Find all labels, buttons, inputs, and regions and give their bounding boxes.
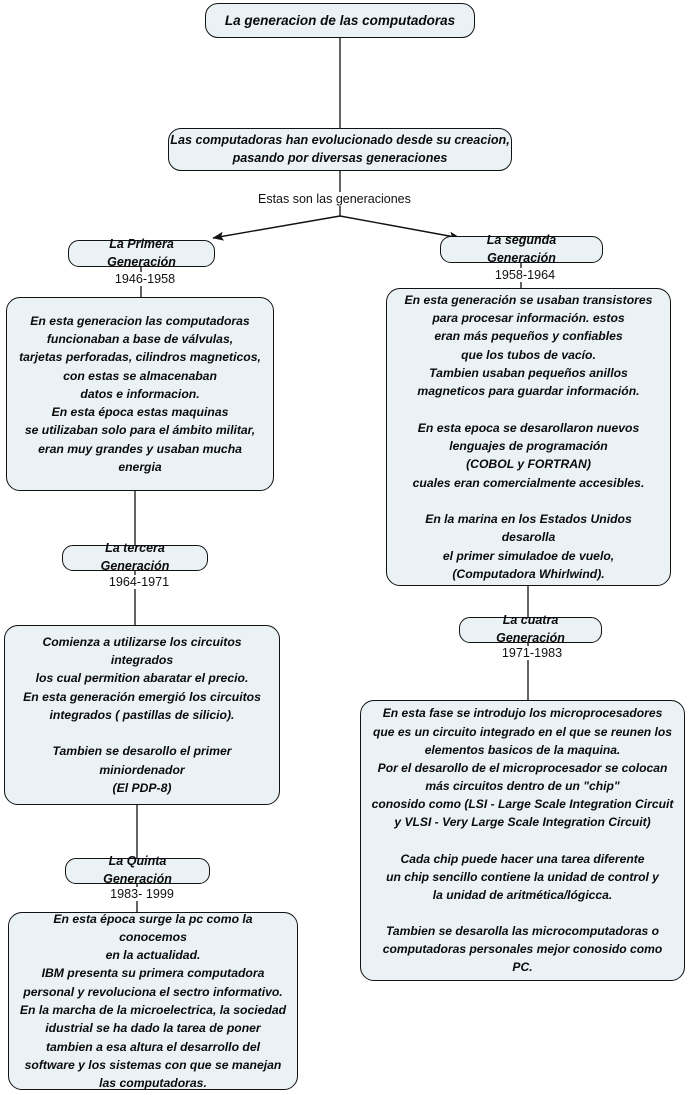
edge-label-branch-text: Estas son las generaciones bbox=[258, 192, 411, 206]
node-body-segunda[interactable]: En esta generación se usaban transistore… bbox=[386, 288, 671, 586]
node-body-quinta[interactable]: En esta época surge la pc como la conoce… bbox=[8, 912, 298, 1090]
date-label-cuarta-text: 1971-1983 bbox=[501, 646, 563, 660]
node-root-title[interactable]: La generacion de las computadoras bbox=[205, 3, 475, 38]
node-intro-text: Las computadoras han evolucionado desde … bbox=[170, 132, 510, 165]
node-body-cuarta-text: En esta fase se introdujo los microproce… bbox=[371, 706, 674, 975]
date-label-primera-text: 1946-1958 bbox=[114, 272, 176, 286]
node-generation-quinta[interactable]: La Quinta Generación bbox=[65, 854, 210, 886]
date-label-segunda: 1958-1964 bbox=[476, 268, 574, 282]
node-generation-tercera[interactable]: La tercera Generación bbox=[62, 541, 208, 573]
date-label-segunda-text: 1958-1964 bbox=[494, 268, 556, 282]
node-generation-quinta-label: La Quinta Generación bbox=[103, 854, 172, 886]
node-generation-segunda-label: La segunda Generación bbox=[486, 232, 557, 265]
node-body-quinta-text: En esta época surge la pc como la conoce… bbox=[19, 911, 287, 1091]
node-body-primera[interactable]: En esta generacion las computadoras func… bbox=[6, 297, 274, 491]
node-body-cuarta[interactable]: En esta fase se introdujo los microproce… bbox=[360, 700, 685, 981]
node-generation-cuarta-label: La cuatra Generación bbox=[496, 613, 565, 645]
date-label-quinta-text: 1983- 1999 bbox=[110, 887, 174, 901]
node-body-segunda-text: En esta generación se usaban transistore… bbox=[404, 292, 653, 582]
edge-label-branch: Estas son las generaciones bbox=[255, 192, 414, 206]
node-generation-tercera-label: La tercera Generación bbox=[100, 541, 170, 573]
date-label-quinta: 1983- 1999 bbox=[92, 887, 192, 901]
node-generation-primera-label: La Primera Generación bbox=[107, 236, 176, 269]
date-label-cuarta: 1971-1983 bbox=[483, 646, 581, 660]
node-generation-segunda[interactable]: La segunda Generación bbox=[440, 233, 603, 265]
date-label-tercera-text: 1964-1971 bbox=[108, 575, 170, 589]
node-body-tercera[interactable]: Comienza a utilizarse los circuitos inte… bbox=[4, 625, 280, 805]
node-body-tercera-text: Comienza a utilizarse los circuitos inte… bbox=[23, 634, 261, 796]
date-label-tercera: 1964-1971 bbox=[90, 575, 188, 589]
node-generation-cuarta[interactable]: La cuatra Generación bbox=[459, 613, 602, 645]
node-body-primera-text: En esta generacion las computadoras func… bbox=[19, 313, 261, 475]
node-generation-primera[interactable]: La Primera Generación bbox=[68, 237, 215, 269]
node-intro[interactable]: Las computadoras han evolucionado desde … bbox=[168, 128, 512, 171]
edge-branch-to-primera bbox=[212, 215, 341, 241]
date-label-primera: 1946-1958 bbox=[96, 272, 194, 286]
node-root-title-text: La generacion de las computadoras bbox=[224, 12, 456, 28]
edge-branch-to-segunda bbox=[339, 215, 461, 241]
